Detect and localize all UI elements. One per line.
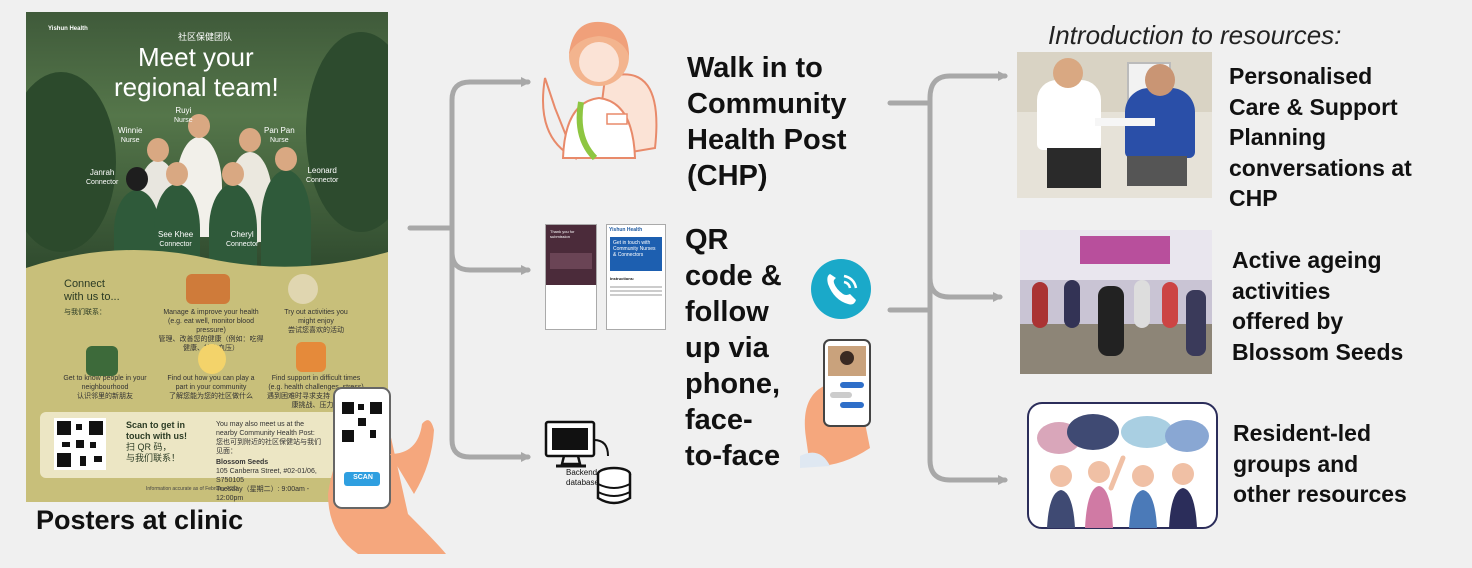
form-thank-you-screen: Thank you for submission: [545, 224, 597, 330]
phone-scan-button[interactable]: SCAN: [353, 474, 373, 481]
nurse-illustration: [542, 21, 658, 161]
form-heading: Get in touch with Community Nurses & Con…: [610, 237, 662, 271]
poster-item: Find support in difficult times (e.g. he…: [267, 375, 365, 409]
connector-right-trunk: [927, 73, 953, 483]
poster-caption: Posters at clinic: [36, 505, 244, 535]
arrow-to-active-ageing: [927, 275, 1003, 302]
poster-item: Find out how you can play a part in your…: [167, 375, 255, 400]
care-planning-photo: [1017, 52, 1212, 198]
people-icon: [86, 346, 118, 376]
poster-footer: Information accurate as of February 2023: [146, 486, 238, 492]
resources-heading: Introduction to resources:: [1048, 20, 1342, 50]
video-call-phone-hand: [800, 339, 871, 468]
support-icon: [296, 342, 326, 372]
form-section: Instructions:: [610, 276, 635, 281]
poster-meet-text: You may also meet us at the nearby Commu…: [216, 421, 321, 502]
form-brand: Yishun Health: [609, 227, 643, 233]
poster-brand-logo: Yishun Health: [48, 26, 88, 33]
poster-title-line1: Meet your: [138, 42, 254, 72]
poster-chinese-title: 社区保健团队: [178, 32, 233, 42]
lightbulb-icon: [198, 344, 226, 374]
poster-brand: Yishun Health: [48, 26, 88, 32]
resident-groups-illustration: [1027, 402, 1218, 529]
health-icon: [186, 274, 230, 304]
poster-item: Get to know people in your neighbourhood…: [63, 375, 147, 400]
poster-qr-code: [54, 418, 106, 470]
poster-connect-heading: Connect with us to... 与我们联系：: [64, 278, 120, 316]
hand-holding-phone: [328, 387, 446, 554]
arrow-to-qr: [449, 249, 531, 275]
poster-team-photo: Yishun Health 社区保健团队 Meet your regional …: [26, 12, 388, 274]
active-ageing-photo: [1020, 230, 1212, 374]
form-contact-screen: Yishun Health Get in touch with Communit…: [606, 224, 666, 330]
activity-icon: [288, 274, 318, 304]
connector-left-trunk: [449, 79, 473, 460]
phone-call-icon: [811, 259, 871, 319]
clinic-poster: Yishun Health 社区保健团队 Meet your regional …: [26, 12, 388, 502]
backend-database-icon: [544, 420, 632, 505]
poster-title-line2: regional team!: [114, 72, 279, 102]
